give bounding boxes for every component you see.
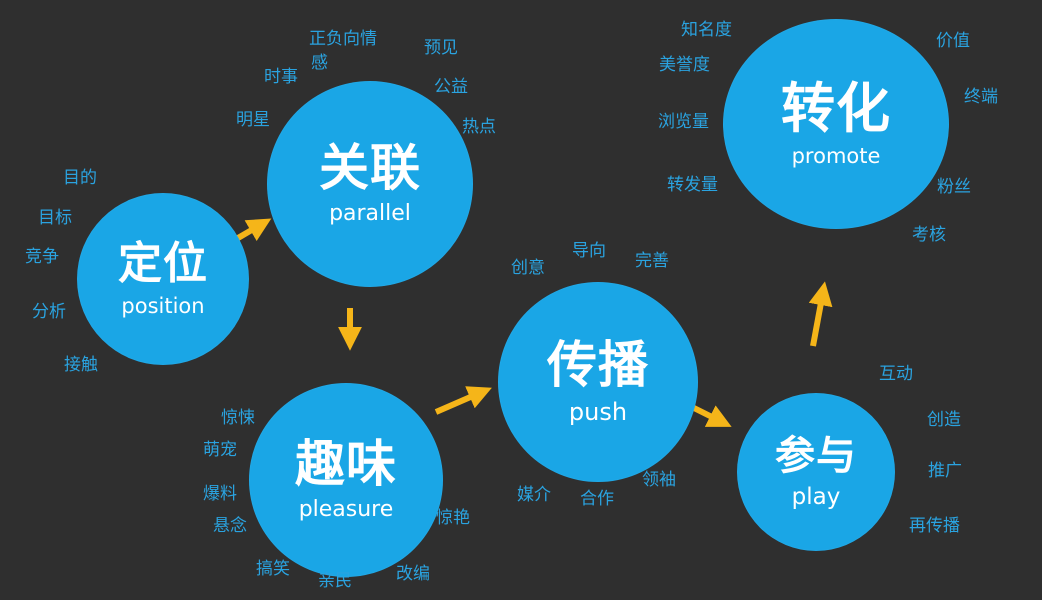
keyword-chuanbo: 领袖 <box>642 470 676 490</box>
node-zhuanhua-subtitle: promote <box>791 143 881 168</box>
node-canyu: 参与 play <box>737 393 895 551</box>
keyword-zhuanhua: 转发量 <box>667 175 718 195</box>
keyword-dingwei: 竞争 <box>25 247 59 267</box>
keyword-quwei: 搞笑 <box>256 559 290 579</box>
node-quwei: 趣味 pleasure <box>249 383 443 577</box>
node-chuanbo-subtitle: push <box>568 398 628 426</box>
node-canyu-subtitle: play <box>791 483 841 510</box>
keyword-guanlian: 正负向情 <box>309 29 377 49</box>
keyword-zhuanhua: 粉丝 <box>937 177 971 197</box>
node-chuanbo: 传播 push <box>498 282 698 482</box>
node-dingwei-title: 定位 <box>118 237 208 289</box>
node-canyu-title: 参与 <box>775 432 857 479</box>
keyword-zhuanhua: 美誉度 <box>659 55 710 75</box>
keyword-dingwei: 目标 <box>38 208 72 228</box>
keyword-zhuanhua: 价值 <box>936 31 970 51</box>
keyword-guanlian: 时事 <box>264 67 298 87</box>
node-guanlian: 关联 parallel <box>267 81 473 287</box>
node-guanlian-title: 关联 <box>319 139 421 197</box>
keyword-zhuanhua: 考核 <box>912 225 946 245</box>
keyword-guanlian: 感 <box>311 53 328 73</box>
node-quwei-subtitle: pleasure <box>298 497 394 522</box>
keyword-chuanbo: 完善 <box>635 251 669 271</box>
keyword-zhuanhua: 终端 <box>964 87 998 107</box>
keyword-canyu: 互动 <box>879 364 913 384</box>
keyword-quwei: 亲民 <box>318 571 352 591</box>
node-zhuanhua: 转化 promote <box>723 19 949 229</box>
keyword-chuanbo: 导向 <box>572 241 606 261</box>
keyword-chuanbo: 合作 <box>580 489 614 509</box>
node-dingwei: 定位 position <box>77 193 249 365</box>
keyword-quwei: 爆料 <box>203 484 237 504</box>
keyword-canyu: 再传播 <box>909 516 960 536</box>
node-chuanbo-title: 传播 <box>547 336 649 394</box>
arrow-quwei-to-chuanbo <box>434 386 492 415</box>
keyword-dingwei: 目的 <box>63 168 97 188</box>
keyword-guanlian: 热点 <box>462 117 496 137</box>
keyword-quwei: 改编 <box>396 564 430 584</box>
keyword-canyu: 创造 <box>927 410 961 430</box>
arrow-canyu-to-zhuanhua <box>808 281 833 347</box>
keyword-dingwei: 分析 <box>32 302 66 322</box>
keyword-guanlian: 公益 <box>434 77 468 97</box>
keyword-guanlian: 预见 <box>424 38 458 58</box>
keyword-chuanbo: 创意 <box>511 258 545 278</box>
keyword-quwei: 惊艳 <box>436 508 470 528</box>
node-zhuanhua-title: 转化 <box>781 76 891 140</box>
keyword-quwei: 悬念 <box>213 516 247 536</box>
arrow-dingwei-to-guanlian <box>236 218 272 242</box>
arrow-chuanbo-to-canyu <box>688 403 732 427</box>
keyword-zhuanhua: 浏览量 <box>658 112 709 132</box>
keyword-dingwei: 接触 <box>64 355 98 375</box>
keyword-quwei: 萌宠 <box>203 440 237 460</box>
node-dingwei-subtitle: position <box>121 293 205 318</box>
node-quwei-title: 趣味 <box>295 435 397 493</box>
keyword-chuanbo: 媒介 <box>517 485 551 505</box>
keyword-quwei: 惊悚 <box>221 408 255 428</box>
keyword-guanlian: 明星 <box>236 110 270 130</box>
keyword-canyu: 推广 <box>928 461 962 481</box>
keyword-zhuanhua: 知名度 <box>681 20 732 40</box>
node-guanlian-subtitle: parallel <box>329 201 411 226</box>
